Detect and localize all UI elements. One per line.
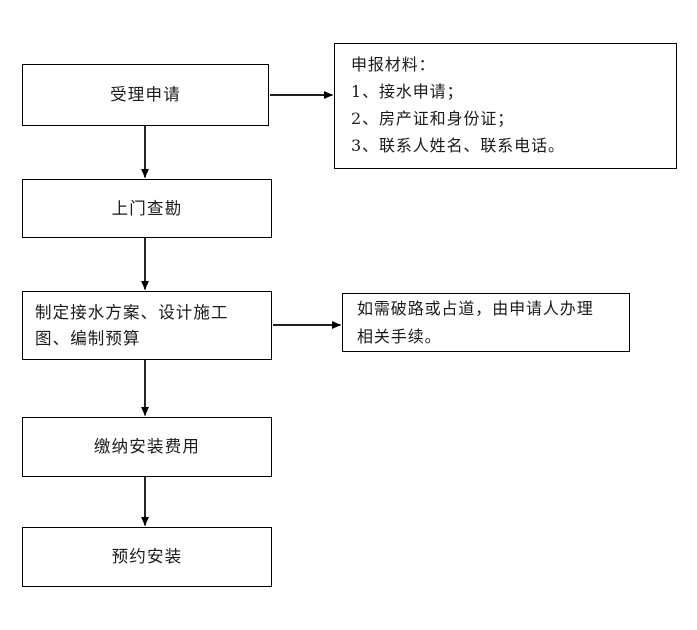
note-road-permit: 如需破路或占道，由申请人办理 相关手续。 <box>342 293 630 352</box>
flow-step-design-plan[interactable]: 制定接水方案、设计施工 图、编制预算 <box>22 291 272 360</box>
flow-step-schedule-installation[interactable]: 预约安装 <box>22 527 272 587</box>
note-road-permit-text: 如需破路或占道，由申请人办理 相关手续。 <box>357 298 594 346</box>
flow-step-site-survey[interactable]: 上门查勘 <box>22 179 272 238</box>
flow-step-label: 缴纳安装费用 <box>93 437 201 457</box>
flow-step-receive-application[interactable]: 受理申请 <box>22 64 269 126</box>
note-required-materials: 申报材料： 1、接水申请； 2、房产证和身份证； 3、联系人姓名、联系电话。 <box>334 43 677 169</box>
flow-step-label: 受理申请 <box>110 85 181 105</box>
flow-step-label: 预约安装 <box>111 547 183 567</box>
flow-step-pay-installation-fee[interactable]: 缴纳安装费用 <box>22 417 272 477</box>
flow-step-label: 制定接水方案、设计施工 图、编制预算 <box>35 302 229 348</box>
note-required-materials-text: 申报材料： 1、接水申请； 2、房产证和身份证； 3、联系人姓名、联系电话。 <box>351 55 565 155</box>
flow-step-label: 上门查勘 <box>111 198 183 218</box>
